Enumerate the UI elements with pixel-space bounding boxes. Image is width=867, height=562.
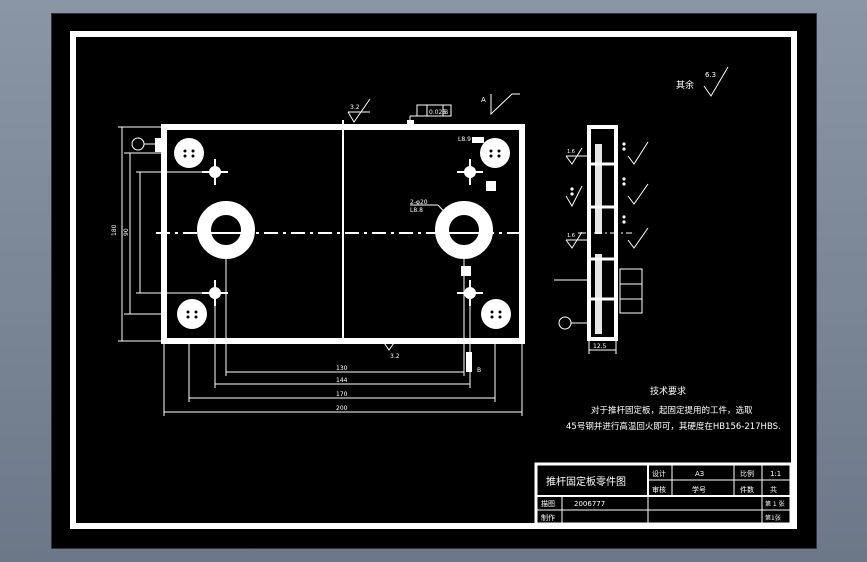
tb-r2c1: 审核 <box>652 485 666 494</box>
dim-left-label: 180 <box>111 224 118 236</box>
side-roughness-marks <box>565 141 649 249</box>
tech-req-title: 技术要求 <box>650 385 686 397</box>
bore-left <box>197 201 255 259</box>
title-block-part-name: 推杆固定板零件图 <box>546 475 626 488</box>
title-block <box>534 462 793 526</box>
drawing-viewport[interactable]: 其余 6.3 <box>52 14 816 548</box>
bore-right <box>435 201 493 259</box>
tb-r3c3: 第 1 张 <box>765 500 785 508</box>
notch-left <box>155 138 164 152</box>
plate-side-view <box>578 125 632 341</box>
tolerance-datum: B <box>444 109 448 116</box>
tb-r4c1: 制作 <box>541 513 555 522</box>
tech-req-line1: 对于推杆固定板，起固定提用的工件，选取 <box>591 405 753 416</box>
datum-a-label: A <box>481 96 486 104</box>
notch-right-1 <box>472 137 484 143</box>
side-tolerance-frame <box>619 268 643 314</box>
tb-r2c3: 件数 <box>740 485 754 494</box>
tb-r1c4: 1:1 <box>770 470 781 478</box>
roughness-symbol-bottom <box>381 339 397 351</box>
tb-r2c2: 学号 <box>692 485 706 494</box>
side-roughness-value-2: 1.6 <box>567 233 575 239</box>
dim-144-label: 144 <box>336 377 348 384</box>
tb-r2c4: 共 <box>770 485 777 494</box>
hole-note-3: L8.9 <box>458 136 471 143</box>
pin-marker-bl <box>202 280 228 306</box>
drawing-border-outer <box>70 31 797 529</box>
roughness-value-main: 6.3 <box>705 71 716 79</box>
side-datum-circle <box>558 316 572 330</box>
dim-bottom <box>163 252 523 416</box>
tb-r3c1: 描图 <box>541 499 555 508</box>
hole-bottom-left <box>177 299 207 329</box>
tolerance-value: 0.025 <box>429 109 446 116</box>
hole-top-right <box>480 138 510 168</box>
tb-r3c2: 2006777 <box>574 500 605 508</box>
other-surfaces-label: 其余 <box>676 79 694 91</box>
notch-right-3 <box>461 266 471 276</box>
pin-marker-br <box>457 280 483 306</box>
dim-200-label: 200 <box>336 405 348 412</box>
datum-b-label: B <box>477 367 481 374</box>
side-small-circles <box>570 142 626 224</box>
tb-r4c3: 第1张 <box>765 514 781 522</box>
roughness-symbol-main <box>703 66 729 97</box>
tb-r1c1: 设计 <box>652 469 666 478</box>
roughness-symbol-top <box>347 98 371 123</box>
roughness-bottom-value: 3.2 <box>390 353 400 360</box>
side-dim-label: 12.5 <box>593 343 607 350</box>
engineering-drawing: 其余 6.3 <box>70 31 797 529</box>
pin-marker-tl <box>202 159 228 185</box>
pin-marker-tr <box>457 159 483 185</box>
tb-r1c2: A3 <box>695 470 704 478</box>
hole-top-left <box>174 138 204 168</box>
tech-req-line2: 45号钢并进行高温回火即可，其硬度在HB156-217HBS. <box>566 421 781 432</box>
notch-right-2 <box>486 181 496 191</box>
dim-130-label: 130 <box>336 365 348 372</box>
dim-left-inner-label: 90 <box>123 228 130 236</box>
roughness-top-value: 3.2 <box>350 104 360 111</box>
dim-left-vertical <box>118 126 202 342</box>
side-roughness-value-1: 1.6 <box>567 149 575 155</box>
tb-r1c3: 比例 <box>740 469 754 478</box>
hole-note-2: L8.8 <box>410 207 423 214</box>
datum-circle-left <box>131 137 145 151</box>
hole-note-1: 2-φ20 <box>410 199 428 206</box>
hole-bottom-right <box>481 299 511 329</box>
dim-170-label: 170 <box>336 391 348 398</box>
